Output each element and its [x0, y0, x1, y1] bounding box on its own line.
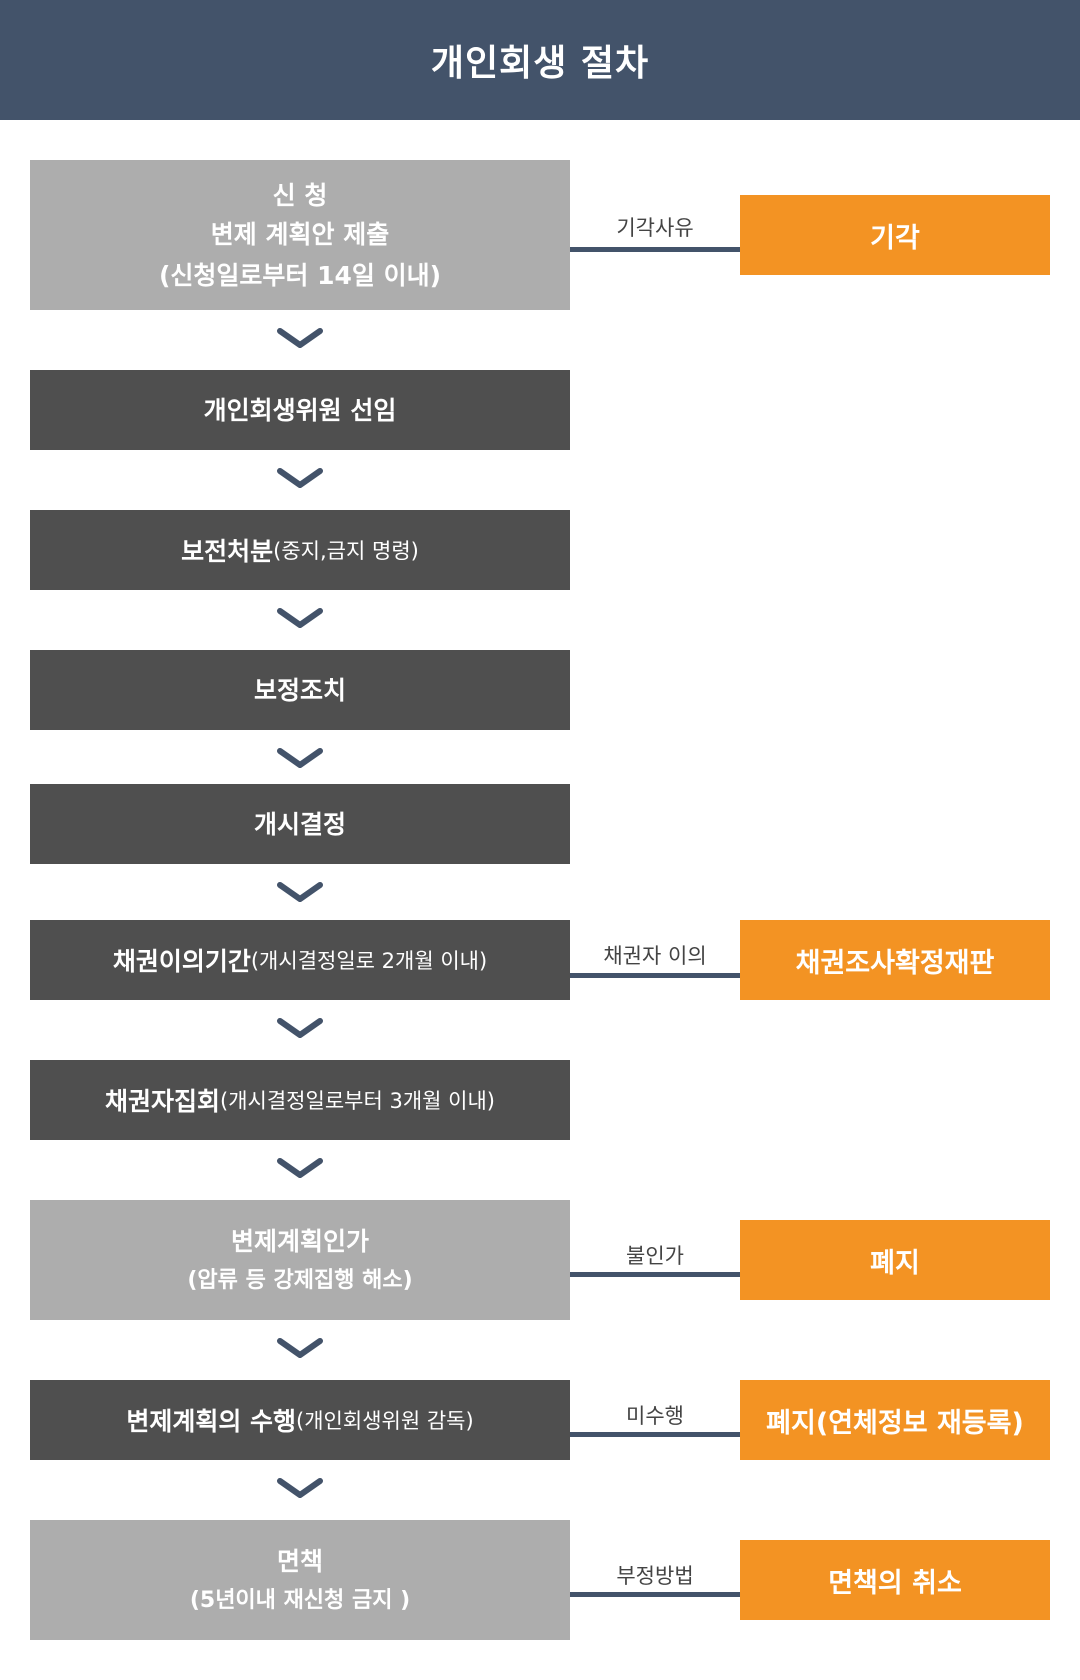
result-abolition: 폐지	[740, 1220, 1050, 1300]
branch-label: 미수행	[626, 1404, 684, 1428]
step-title: 개시결정	[253, 809, 346, 839]
step-title: 개인회생위원 선임	[203, 395, 397, 425]
branch-connector	[570, 1272, 740, 1277]
step-title: 보정조치	[253, 675, 346, 705]
step-objection-period: 채권이의기간(개시결정일로 2개월 이내)	[30, 920, 570, 1000]
branch-connector	[570, 1432, 740, 1437]
step-application: 신 청 변제 계획안 제출 (신청일로부터 14일 이내)	[30, 160, 570, 310]
step-commencement: 개시결정	[30, 784, 570, 864]
chevron-down-icon	[277, 748, 323, 768]
chevron-down-icon	[277, 468, 323, 488]
branch-label: 불인가	[626, 1244, 684, 1268]
branch-connector	[570, 247, 740, 252]
step-title: 신 청	[272, 180, 328, 210]
step-subtitle: 변제 계획안 제출	[210, 219, 390, 249]
step-plan-approval: 변제계획인가 (압류 등 강제집행 해소)	[30, 1200, 570, 1320]
step-title: 변제계획의 수행	[126, 1407, 297, 1436]
step-note: (개인회생위원 감독)	[296, 1409, 474, 1433]
branch-connector	[570, 973, 740, 978]
result-dismissal: 기각	[740, 195, 1050, 275]
step-creditor-meeting: 채권자집회(개시결정일로부터 3개월 이내)	[30, 1060, 570, 1140]
step-title: 채권이의기간	[112, 947, 251, 976]
chevron-down-icon	[277, 1478, 323, 1498]
result-abolition-reregister: 폐지(연체정보 재등록)	[740, 1380, 1050, 1460]
step-subtitle: (압류 등 강제집행 해소)	[187, 1267, 413, 1293]
step-correction: 보정조치	[30, 650, 570, 730]
step-title: 채권자집회	[105, 1087, 221, 1116]
branch-label: 채권자 이의	[603, 944, 707, 968]
step-note: (개시결정일로 2개월 이내)	[250, 949, 488, 973]
chevron-down-icon	[277, 608, 323, 628]
chevron-down-icon	[277, 1158, 323, 1178]
branch-connector	[570, 1592, 740, 1597]
step-preservation: 보전처분(중지,금지 명령)	[30, 510, 570, 590]
result-discharge-revoked: 면책의 취소	[740, 1540, 1050, 1620]
branch-label: 기각사유	[616, 216, 694, 240]
step-title: 면책	[276, 1546, 323, 1576]
step-note: (중지,금지 명령)	[273, 539, 419, 563]
step-subtitle: (신청일로부터 14일 이내)	[158, 260, 442, 290]
step-note: (개시결정일로부터 3개월 이내)	[220, 1089, 495, 1113]
step-discharge: 면책 (5년이내 재신청 금지 )	[30, 1520, 570, 1640]
result-claim-trial: 채권조사확정재판	[740, 920, 1050, 1000]
branch-label: 부정방법	[616, 1564, 694, 1588]
step-commissioner: 개인회생위원 선임	[30, 370, 570, 450]
step-title: 변제계획인가	[230, 1226, 369, 1256]
chevron-down-icon	[277, 1338, 323, 1358]
step-subtitle: (5년이내 재신청 금지 )	[189, 1587, 411, 1613]
chevron-down-icon	[277, 1018, 323, 1038]
page-title: 개인회생 절차	[0, 0, 1080, 120]
chevron-down-icon	[277, 328, 323, 348]
chevron-down-icon	[277, 882, 323, 902]
step-title: 보전처분	[181, 537, 274, 566]
step-plan-execution: 변제계획의 수행(개인회생위원 감독)	[30, 1380, 570, 1460]
